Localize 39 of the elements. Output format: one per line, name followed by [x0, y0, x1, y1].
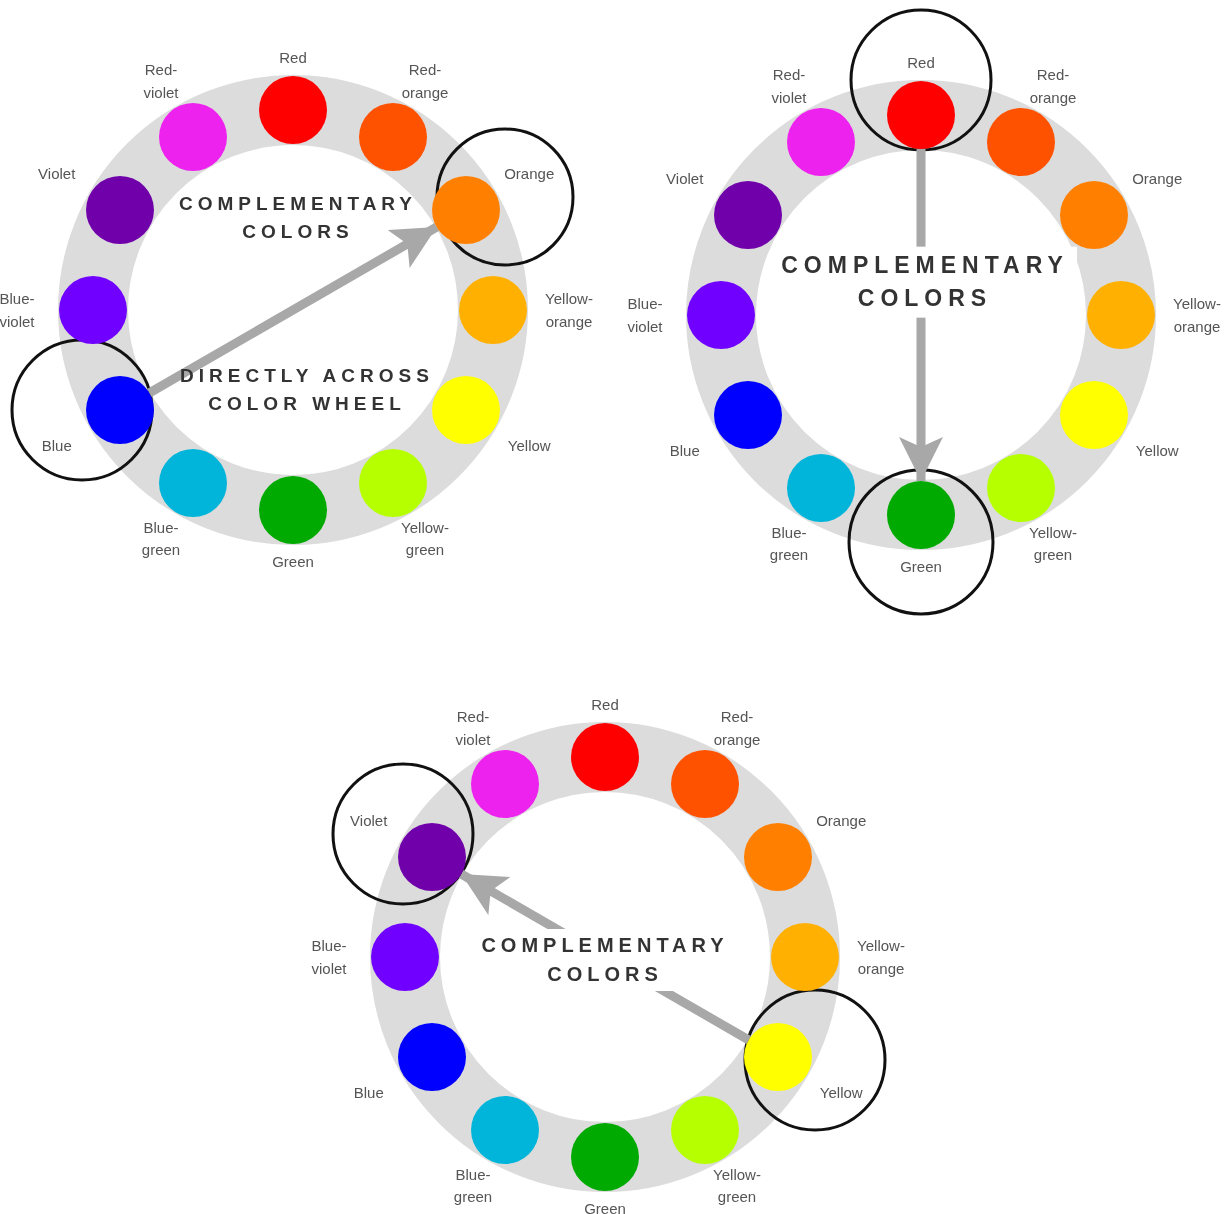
color-label: Red-violet — [454, 706, 492, 750]
color-label: Yellow-orange — [544, 288, 594, 332]
color-label: Yellow-orange — [856, 935, 906, 979]
color-label: Violet — [665, 168, 705, 189]
color-label: Yellow — [506, 436, 552, 457]
color-label: Blue — [352, 1083, 385, 1104]
color-label: Violet — [349, 810, 389, 831]
color-label: Blue-violet — [626, 293, 664, 336]
color-label: Yellow-orange — [1172, 293, 1222, 337]
color-label: Green — [899, 556, 943, 577]
heading-text: COMPLEMENTARY COLORS — [177, 192, 419, 244]
color-label: Blue — [40, 436, 73, 457]
color-label: Yellow-green — [400, 517, 450, 560]
heading-text: DIRECTLY ACROSS COLOR WHEEL — [179, 364, 435, 416]
color-label: Yellow-green — [1028, 522, 1078, 565]
color-label: Yellow — [818, 1083, 864, 1104]
color-label: Blue-violet — [0, 288, 36, 331]
color-label: Yellow — [1134, 441, 1180, 462]
color-label: Red-orange — [400, 59, 450, 103]
color-label: Blue — [668, 441, 701, 462]
color-label: Red-orange — [1028, 64, 1078, 108]
color-label: Red — [278, 47, 308, 68]
color-label: Red-orange — [712, 706, 762, 750]
color-label: Blue-green — [140, 517, 182, 560]
color-label: Orange — [503, 163, 556, 184]
color-label: Blue-green — [768, 522, 810, 565]
color-label: Red — [906, 52, 936, 73]
arrow — [147, 223, 439, 397]
color-label: Green — [583, 1198, 627, 1214]
color-label: Red — [590, 694, 620, 715]
color-label: Orange — [815, 810, 868, 831]
color-label: Green — [271, 551, 315, 572]
color-label: Violet — [37, 163, 77, 184]
color-label: Blue-green — [452, 1164, 494, 1207]
color-label: Orange — [1131, 168, 1184, 189]
color-label: Blue-violet — [310, 935, 348, 978]
color-label: Red-violet — [770, 64, 808, 108]
color-label: Yellow-green — [712, 1164, 762, 1207]
color-label: Red-violet — [142, 59, 180, 103]
